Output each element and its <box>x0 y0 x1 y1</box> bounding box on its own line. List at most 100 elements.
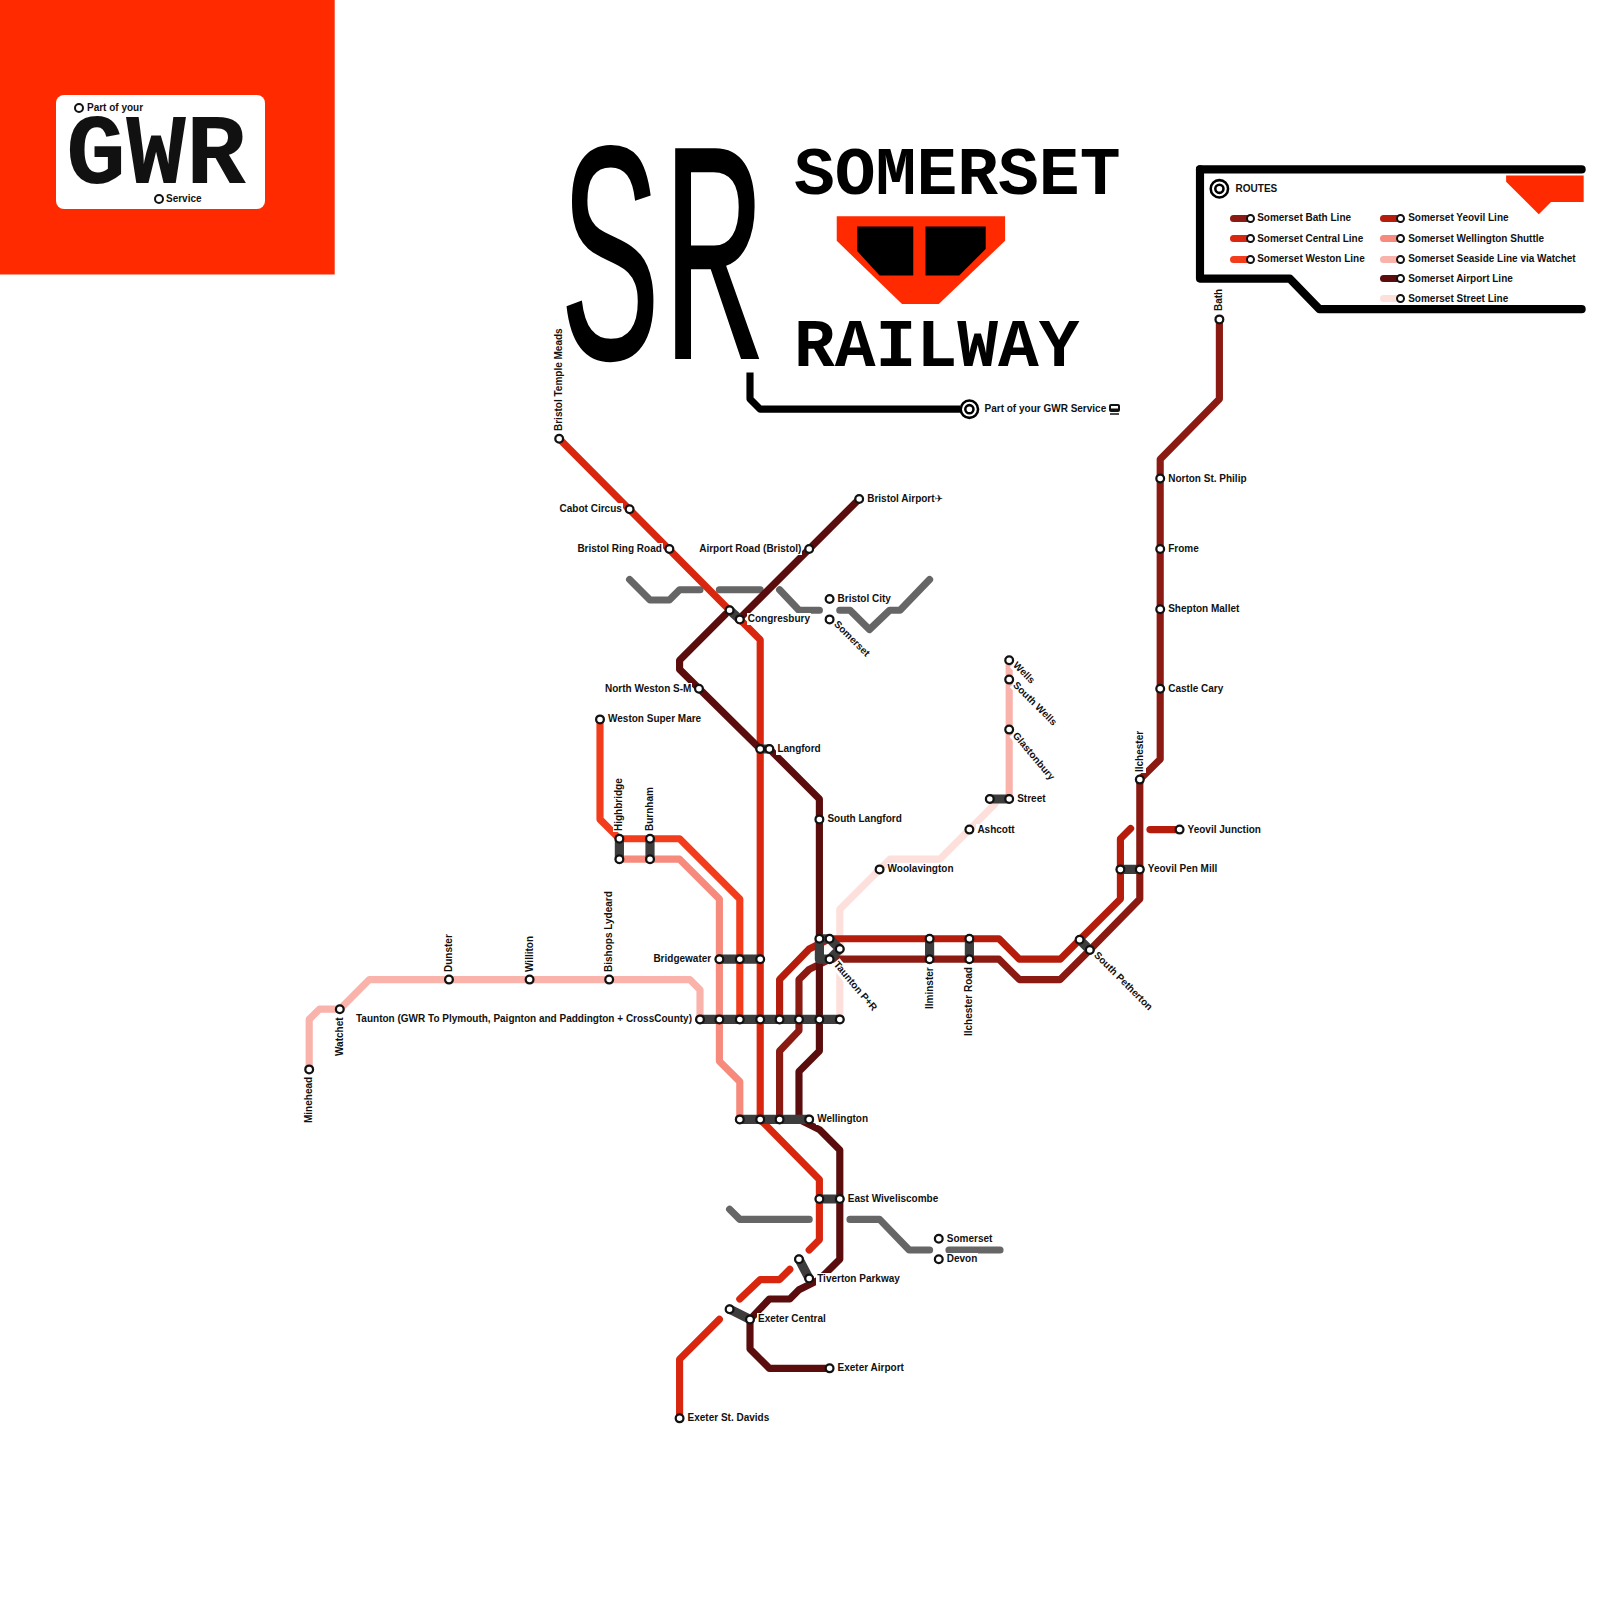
map-label: Airport Road (Bristol) <box>698 543 802 555</box>
rail-line <box>1006 660 1013 799</box>
station-dot <box>816 1016 824 1024</box>
station-dot <box>1136 776 1144 784</box>
station-dot <box>795 1016 803 1024</box>
brand-text: Service <box>166 193 202 205</box>
station-dot <box>756 1116 764 1124</box>
station-dot <box>676 1414 684 1422</box>
station-dot <box>855 495 863 503</box>
station-dot <box>766 745 774 753</box>
rail-line <box>619 859 739 1119</box>
train-rail <box>1110 413 1119 415</box>
map-label: Bristol Ring Road <box>576 543 662 555</box>
station-dot <box>966 826 974 834</box>
map-label: Watchet <box>334 1017 346 1058</box>
target-ring <box>961 401 978 418</box>
station-dot <box>555 435 563 443</box>
legend-text: Somerset Seaside Line via Watchet <box>1408 253 1575 265</box>
map-label: Frome <box>1167 543 1200 555</box>
county-boundary <box>730 1209 810 1219</box>
station-dot <box>836 945 844 953</box>
station-dot <box>826 595 834 603</box>
station-dot <box>736 1016 744 1024</box>
brand-box: Part of yourGWRService <box>56 95 265 209</box>
map-label: Glastonbury <box>1010 729 1058 783</box>
map-label: North Weston S-M <box>604 683 692 695</box>
train-window <box>926 227 986 276</box>
map-label: Bristol City <box>837 593 892 605</box>
station-dot <box>816 935 824 943</box>
station-dot <box>445 976 453 984</box>
station-dot <box>926 955 934 963</box>
station-dot <box>695 685 703 693</box>
target-core <box>965 405 973 413</box>
brand-text: GWR <box>66 114 246 199</box>
station-dot <box>1076 936 1084 944</box>
map-label: Devon <box>946 1253 979 1265</box>
map-label: SR <box>560 114 764 434</box>
station-dot <box>1176 826 1184 834</box>
station-dot <box>1005 795 1013 803</box>
legend-text: Somerset Weston Line <box>1257 253 1365 265</box>
legend-text: Somerset Airport Line <box>1408 273 1513 285</box>
map-label: Exeter St. Davids <box>687 1412 771 1424</box>
station-dot <box>1216 316 1224 324</box>
rail-line <box>680 1319 720 1418</box>
station-dot <box>605 976 613 984</box>
boundary-group <box>630 580 1000 1250</box>
station-dot <box>1005 656 1013 664</box>
station-dot <box>1156 545 1164 553</box>
station-dot <box>756 1016 764 1024</box>
legend-dot <box>1246 234 1255 243</box>
station-dot <box>836 1195 844 1203</box>
station-dot <box>1136 866 1144 874</box>
station-dot <box>935 1255 943 1263</box>
map-label: Ilchester Road <box>963 966 975 1037</box>
title-text: SOMERSET RAILWAY <box>794 90 1139 434</box>
map-label: Bishops Lydeard <box>603 890 615 973</box>
map-label: Ashcott <box>976 824 1015 836</box>
station-dot <box>935 1235 943 1243</box>
station-dot <box>526 976 534 984</box>
map-label: Wellington <box>816 1113 869 1125</box>
rail-line <box>740 1269 790 1299</box>
station-dot <box>776 1016 784 1024</box>
station-dot <box>805 545 813 553</box>
county-boundary <box>719 586 760 593</box>
legend-text: Somerset Yeovil Line <box>1408 212 1508 224</box>
station-group <box>305 316 1223 1423</box>
rail-line <box>1120 829 1130 870</box>
station-dot <box>736 1116 744 1124</box>
route-group <box>309 319 1219 1418</box>
station-dot <box>926 935 934 943</box>
map-label: Street <box>1016 793 1046 805</box>
map-label: Taunton P+R <box>830 958 880 1014</box>
station-dot <box>836 1016 844 1024</box>
map-label: Yeovil Pen Mill <box>1147 863 1218 875</box>
rail-line <box>600 719 740 1019</box>
station-dot <box>1156 605 1164 613</box>
station-dot <box>966 935 974 943</box>
legend-dot <box>1246 255 1255 264</box>
map-label: Bristol Temple Meads <box>553 327 565 432</box>
station-dot <box>1156 475 1164 483</box>
station-dot <box>646 855 654 863</box>
map-label: South Petherton <box>1091 949 1156 1014</box>
station-dot <box>1117 866 1125 874</box>
map-label: ROUTES <box>1235 183 1279 195</box>
map-label: Minehead <box>303 1076 315 1124</box>
legend-text: Somerset Bath Line <box>1257 212 1351 224</box>
legend-frame <box>1200 165 1582 173</box>
rail-line <box>680 614 761 749</box>
station-dot <box>805 1116 813 1124</box>
brand-text: Part of your <box>87 102 143 114</box>
map-label: Cabot Circus <box>559 503 623 515</box>
station-dot <box>596 716 604 724</box>
rail-line <box>309 980 700 1070</box>
map-label: Tiverton Parkway <box>816 1273 901 1285</box>
map-label: Weston Super Mare <box>607 713 702 725</box>
legend-dot <box>1396 255 1405 264</box>
station-dot <box>726 1305 734 1313</box>
station-dot <box>826 955 834 963</box>
legend-dot <box>1396 274 1405 283</box>
